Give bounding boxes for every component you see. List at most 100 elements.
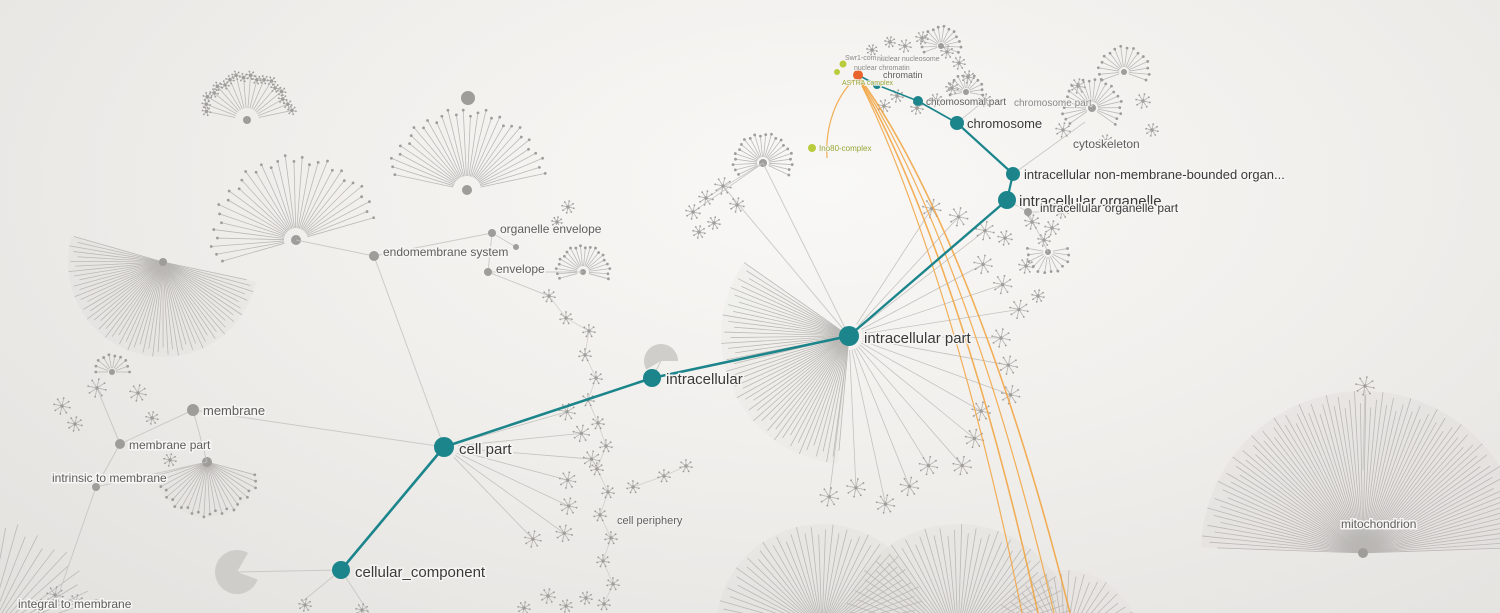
node-cluster-fan[interactable] [719,524,922,613]
node-cluster-fan[interactable] [947,73,985,97]
node-label-endomembrane-system[interactable]: endomembrane system [382,244,510,261]
node-label-organelle-envelope[interactable]: organelle envelope [499,221,604,238]
orange-path-edge [860,79,1071,613]
cluster-fans[interactable] [0,24,1500,613]
node-cluster-fan[interactable] [1096,44,1151,82]
collapsed-disc-node[interactable] [215,550,258,594]
node-cluster-fan[interactable] [201,70,297,124]
graph-node-membrane[interactable] [187,404,199,416]
node-label-intracellular-part[interactable]: intracellular part [863,329,974,349]
node-cluster-fan[interactable] [389,108,547,195]
node-cluster-fan[interactable] [731,132,794,177]
graph-node-intracellular[interactable] [643,369,661,387]
collapsed-node-clusters[interactable] [33,31,1375,613]
node-cluster-ring[interactable] [453,402,601,548]
cluster-wedge [68,235,256,357]
graph-node-chromosome[interactable] [950,116,964,130]
orange-path-edge [859,79,1055,613]
node-label-intracellular-organelle[interactable]: intracellular organelle [1018,192,1164,212]
graph-node-cellular-component[interactable] [332,561,350,579]
node-label-chromatin[interactable]: chromatin [882,69,923,80]
text-label: cytoskeleton [1073,137,1140,151]
gray-edge [705,162,764,199]
gray-edge [95,443,121,488]
text-label: mitochondrion [1341,517,1416,531]
gray-edge [95,461,208,488]
node-cluster-ring[interactable] [819,198,1029,514]
graph-node-organelle-envelope[interactable] [488,229,496,237]
graph-node-envelope-sat[interactable] [513,244,519,250]
collapsed-disc-node[interactable] [644,344,678,370]
node-cluster-fan[interactable] [0,524,98,613]
gray-edge [295,239,375,257]
collapsed-disc-nodes[interactable] [215,344,678,594]
node-label-membrane[interactable]: membrane [202,402,267,420]
selected-edge [848,199,1008,337]
node-label-intracellular-nmb-organelle[interactable]: intracellular non-membrane-bounded organ… [1023,166,1287,184]
gray-edge [491,232,517,248]
node-cluster-fan[interactable] [94,353,131,375]
graph-node-intrinsic-to-membrane[interactable] [92,483,100,491]
gray-edge [57,486,97,597]
gray-edge [762,162,850,337]
graph-node-organelle-part[interactable] [1024,208,1032,216]
cluster-wedges [68,235,1500,613]
node-labels: cellular_component cell part intracellular… [17,54,1418,612]
gray-edge [192,409,208,463]
highlighted-orange-edges [826,77,1071,613]
graph-node-chromatin[interactable] [853,70,863,80]
node-cluster-fan[interactable] [209,154,376,263]
node-label-membrane-part[interactable]: membrane part [128,437,213,454]
node-label-cell-part[interactable]: cell part [458,440,514,460]
node-cluster-fan[interactable] [154,457,258,519]
gray-edge [192,409,445,448]
node-cluster-fan[interactable] [920,24,963,54]
graph-nodes[interactable] [92,60,1032,580]
node-cluster-fan[interactable] [68,236,254,357]
node-label-intrinsic-to-membrane[interactable]: intrinsic to membrane [51,470,169,487]
node-label-envelope[interactable]: envelope [495,261,547,278]
graph-node-intracellular-nmb-organelle[interactable] [1006,167,1020,181]
node-label-ino80-complex[interactable]: Ino80-complex [818,143,872,153]
graph-node-intracellular-organelle[interactable] [998,191,1016,209]
text-label: nuclear chromatin [854,65,910,72]
node-cluster-fan[interactable] [846,524,1072,613]
node-label-intracellular[interactable]: intracellular [665,370,745,390]
node-label-chromosome[interactable]: chromosome [966,115,1044,133]
graph-node-chromosomal-part[interactable] [913,96,923,106]
graph-node-green-sat-2[interactable] [834,69,840,75]
gray-edge [1027,211,1049,253]
orange-path-edge [857,77,1039,613]
graph-node-ino80-complex[interactable] [808,144,816,152]
graph-node-endomembrane-system[interactable] [369,251,379,261]
node-cluster-fan[interactable] [1026,246,1071,275]
selected-edge [443,376,653,449]
gray-edge [96,387,121,445]
graph-node-membrane-part[interactable] [115,439,125,449]
gray-edge [236,569,342,573]
graph-node-green-sat-1[interactable] [839,60,847,68]
graph-node-cell-part[interactable] [434,437,454,457]
text-label: cell periphery [617,515,683,527]
text-label: Swr1-complex [845,55,890,62]
gray-edge [487,232,493,273]
node-label-chromosomal-part[interactable]: chromosomal part [925,96,1007,108]
gray-edge [1362,389,1366,471]
node-cluster-fan[interactable] [1201,391,1500,558]
selected-path-edges [340,74,1015,571]
graph-node-intracellular-part[interactable] [839,326,859,346]
node-cluster-fan[interactable] [554,244,612,281]
orange-path-edge [857,77,1023,613]
node-label-cellular-component[interactable]: cellular_component [354,563,488,583]
graph-node-envelope[interactable] [484,268,492,276]
graph-node-unlabeled-hub-1[interactable] [461,91,475,105]
graph-node-nucleosome-hub[interactable] [873,81,881,89]
cluster-wedge [843,524,1073,613]
gray-edge [373,232,493,257]
node-label-organelle-part[interactable]: intracellular organelle part [1039,200,1181,217]
gray-edge [487,271,550,297]
node-cluster-fan[interactable] [1061,78,1123,126]
node-cluster-fan[interactable] [721,262,850,463]
